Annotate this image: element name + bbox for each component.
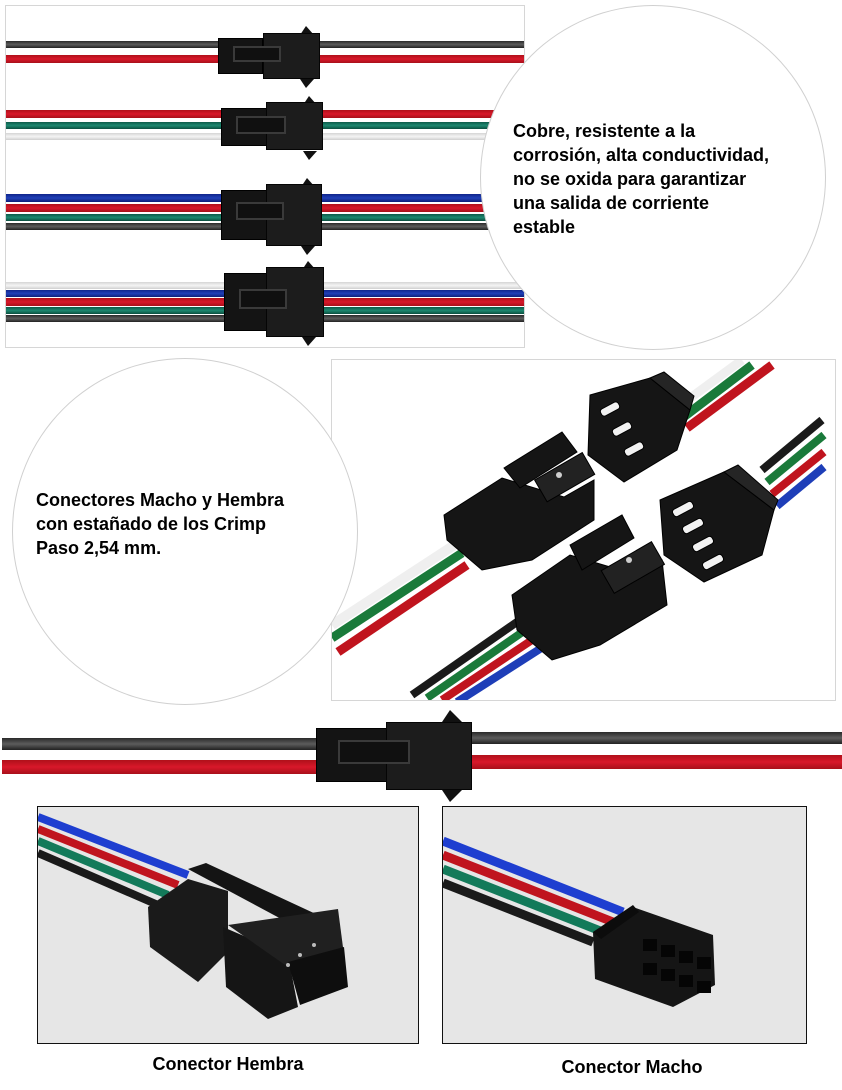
female-connector-photo: [37, 806, 419, 1044]
wire-black: [470, 732, 842, 744]
female-connector-illustration: [38, 813, 348, 1019]
text-line: estable: [513, 217, 576, 237]
wire-black: [2, 738, 320, 750]
male-connector-photo: [442, 806, 807, 1044]
wire-red: [470, 755, 842, 769]
male-connector-caption: Conector Macho: [561, 1057, 703, 1077]
text-line: una salida de corriente: [513, 193, 710, 213]
text-line: no se oxida para garantizar: [513, 169, 747, 189]
wire-red: [2, 760, 320, 774]
text-line: con estañado de los Crimp: [36, 514, 267, 534]
feature-circle-crimp: [12, 358, 358, 705]
copper-feature-text: Cobre, resistente a la corrosión, alta c…: [513, 119, 823, 239]
feature-circle-copper: [480, 5, 826, 350]
crimp-feature-text: Conectores Macho y Hembra con estañado d…: [36, 488, 346, 560]
text-line: Cobre, resistente a la: [513, 121, 696, 141]
male-female-connectors-photo: [331, 359, 836, 701]
straight-connectors-photo: [5, 5, 525, 348]
text-line: Paso 2,54 mm.: [36, 538, 162, 558]
angled-connectors-illustration: [332, 360, 827, 700]
text-line: corrosión, alta conductividad,: [513, 145, 770, 165]
male-connector-illustration: [443, 836, 715, 1007]
female-connector-caption: Conector Hembra: [152, 1054, 304, 1074]
text-line: Conectores Macho y Hembra: [36, 490, 285, 510]
